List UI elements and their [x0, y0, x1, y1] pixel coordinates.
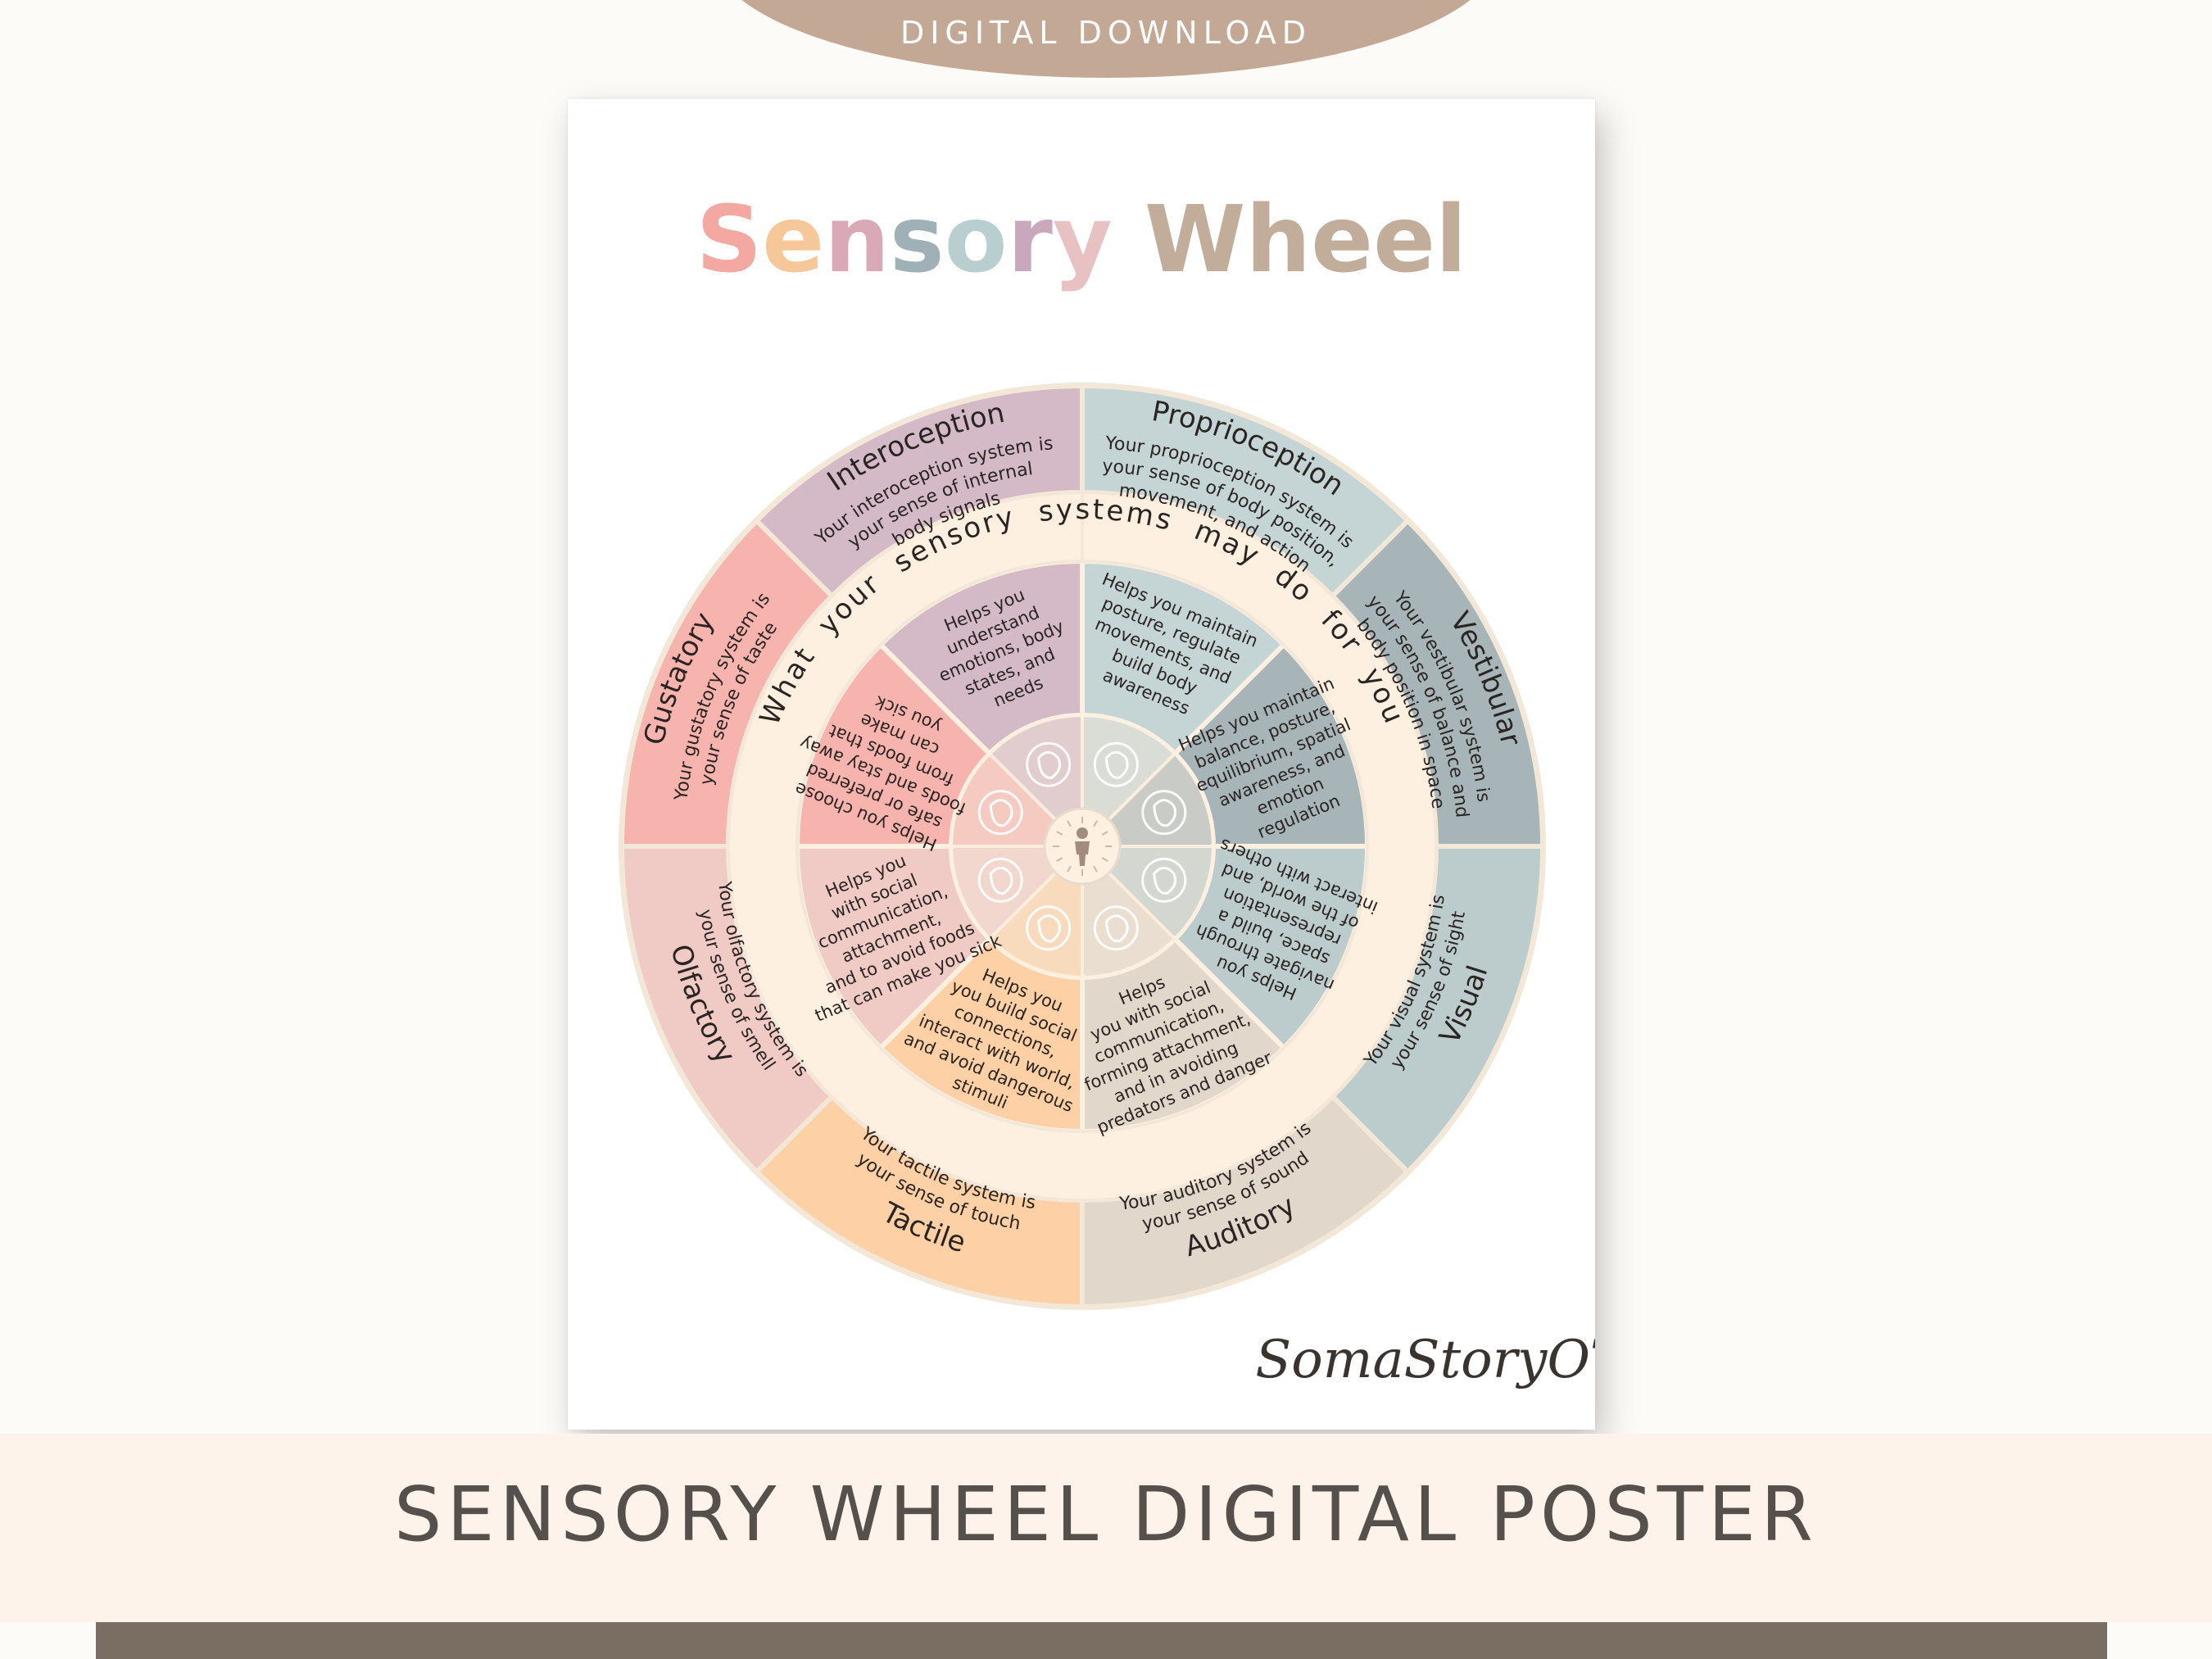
poster-title: Sensory Wheel: [696, 187, 1467, 293]
title-letter: e: [762, 187, 824, 293]
title-letter: n: [824, 187, 890, 293]
digital-download-label: DIGITAL DOWNLOAD: [900, 15, 1312, 51]
signature: SomaStoryOT: [1255, 1330, 1595, 1390]
nose-icon: [977, 857, 1023, 903]
title-letter: h: [1245, 187, 1311, 293]
bottom-band: [0, 1434, 2212, 1622]
stomach-icon: [1026, 741, 1072, 787]
person-icon: [1053, 817, 1112, 876]
bottom-bar: [96, 1622, 2107, 1659]
tongue-icon: [977, 790, 1023, 836]
title-letter: s: [890, 187, 945, 293]
touch-hand-icon: [1026, 905, 1072, 951]
eye-icon: [1141, 857, 1187, 903]
title-letter: S: [696, 187, 763, 293]
poster-canvas: Sensory Wheel What your sensory systems …: [619, 187, 1595, 1390]
title-letter: o: [945, 187, 1008, 293]
title-letter: r: [1008, 187, 1053, 293]
title-letter: [1113, 187, 1145, 293]
title-letter: W: [1145, 187, 1246, 293]
ear-icon: [1093, 905, 1139, 951]
title-letter: e: [1373, 187, 1435, 293]
title-letter: l: [1435, 187, 1466, 293]
title-letter: y: [1053, 187, 1113, 293]
poster: Sensory Wheel What your sensory systems …: [568, 99, 1595, 1430]
sensory-wheel: What your sensory systems may do for you…: [619, 383, 1546, 1310]
caption-ring: [726, 490, 1438, 1202]
title-letter: e: [1311, 187, 1373, 293]
product-title: SENSORY WHEEL DIGITAL POSTER: [394, 1471, 1818, 1558]
inner-ear-icon: [1141, 790, 1187, 836]
joint-icon: [1093, 741, 1139, 787]
